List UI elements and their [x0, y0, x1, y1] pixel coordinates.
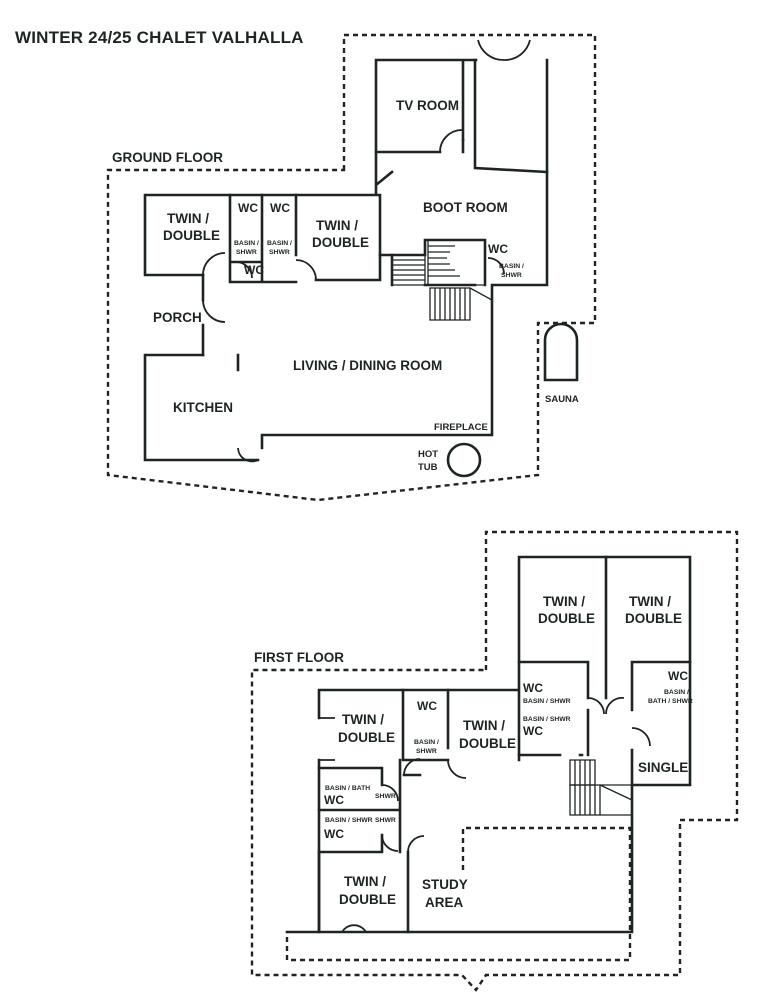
first-wc-mid-top-label: WC [523, 681, 543, 695]
ground-wc-right-door [487, 257, 505, 275]
first-twin-left-line2: DOUBLE [338, 730, 395, 745]
basin-a-line2: SHWR [236, 249, 257, 256]
first-wc1-door [381, 784, 399, 802]
basin-c-line1: BASIN / [499, 263, 524, 270]
first-left-bedroom-alcove [319, 717, 335, 761]
first-twin-centre-line1: TWIN / [463, 718, 505, 733]
living-dining-label: LIVING / DINING ROOM [293, 358, 442, 373]
ground-stairs [391, 239, 493, 321]
first-twin-bottom-line2: DOUBLE [339, 892, 396, 907]
mid-bedroom-door [295, 259, 317, 281]
first-shwr-2-label: SHWR [375, 817, 396, 824]
ground-floor-label: GROUND FLOOR [112, 150, 223, 165]
first-stairs [569, 759, 633, 816]
first-twin-tl-line2: DOUBLE [538, 611, 595, 626]
first-floor-label: FIRST FLOOR [254, 650, 344, 665]
ground-floor: GROUND FLOOR [106, 33, 597, 502]
first-left-block-walls [317, 688, 450, 934]
first-twin-bottom-line1: TWIN / [344, 874, 386, 889]
hot-tub-line2: TUB [418, 462, 438, 473]
study-door [407, 835, 425, 853]
first-floor-inner-outline [285, 826, 632, 962]
plan-title: WINTER 24/25 CHALET VALHALLA [15, 28, 304, 47]
first-wc-mid-bot-label: WC [523, 724, 543, 738]
study-line2: AREA [425, 895, 464, 910]
left-bedroom-door [202, 252, 226, 276]
first-twin-tr-line2: DOUBLE [625, 611, 682, 626]
first-floor: FIRST FLOOR TWIN / DOUBLE TWIN / [250, 530, 739, 992]
first-small-wc-door [403, 758, 421, 776]
first-basin-tr-line1: BASIN / [664, 689, 689, 696]
twin-double-left-line2: DOUBLE [163, 228, 220, 243]
basin-a-line1: BASIN / [234, 240, 259, 247]
single-label: SINGLE [638, 760, 688, 775]
boot-room-double-door [477, 39, 531, 61]
tv-room-door [439, 129, 463, 153]
study-line1: STUDY [422, 877, 468, 892]
wc-d-label: WC [488, 242, 508, 256]
boot-room-label: BOOT ROOM [423, 200, 508, 215]
first-wc2-door [381, 834, 399, 852]
sauna-label: SAUNA [545, 394, 579, 405]
sauna [543, 322, 579, 382]
first-wc-l1-label: WC [324, 793, 344, 807]
basin-b-line1: BASIN / [267, 240, 292, 247]
first-twin-tl-line1: TWIN / [543, 594, 585, 609]
wc-door [235, 261, 253, 279]
first-double-door [587, 697, 625, 715]
first-floor-balcony-outline [250, 530, 739, 992]
porch-label: PORCH [153, 310, 202, 325]
first-basin-bath-label: BASIN / BATH [325, 785, 370, 792]
twin-double-mid-line2: DOUBLE [312, 235, 369, 250]
hot-tub [446, 442, 482, 478]
ground-floor-terrace-outline [106, 33, 597, 502]
first-wc-l2-label: WC [324, 827, 344, 841]
ground-stair-walls [390, 238, 487, 287]
first-top-bedrooms-walls [517, 555, 692, 787]
first-centre-bedroom-door [447, 759, 467, 779]
first-twin-centre-line2: DOUBLE [459, 736, 516, 751]
kitchen-door [237, 447, 259, 463]
first-twin-tr-line1: TWIN / [629, 594, 671, 609]
basin-c-line2: SHWR [501, 272, 522, 279]
first-wc-tr-label: WC [668, 669, 688, 683]
wc-a-label: WC [238, 201, 258, 215]
first-twin-left-line1: TWIN / [342, 712, 384, 727]
hot-tub-line1: HOT [418, 449, 438, 460]
single-door [631, 727, 651, 747]
ground-outer-walls [143, 58, 549, 462]
tv-room-label: TV ROOM [396, 98, 459, 113]
fireplace-label: FIREPLACE [434, 422, 488, 433]
kitchen-label: KITCHEN [173, 400, 233, 415]
ground-mid-bedroom-walls [314, 253, 394, 287]
wc-c-label: WC [244, 263, 264, 277]
tv-room-walls [374, 58, 549, 174]
first-wc-small-label: WC [417, 699, 437, 713]
porch-door [202, 299, 226, 323]
first-basin-l2-label: BASIN / SHWR [325, 817, 373, 824]
first-bottom-bedroom-door [341, 924, 367, 933]
first-basin-tr-line2: BATH / SHWR [648, 698, 693, 705]
first-basin-small-line2: SHWR [416, 748, 437, 755]
twin-double-left-line1: TWIN / [167, 211, 209, 226]
basin-b-line2: SHWR [269, 249, 290, 256]
first-basin-mid-top-label: BASIN / SHWR [523, 698, 571, 705]
first-shwr-1-label: SHWR [375, 793, 396, 800]
first-basin-mid-bot-label: BASIN / SHWR [523, 716, 571, 723]
wc-b-label: WC [270, 201, 290, 215]
twin-double-mid-line1: TWIN / [316, 218, 358, 233]
ground-left-bedroom-walls [201, 193, 298, 357]
first-basin-small-line1: BASIN / [414, 739, 439, 746]
